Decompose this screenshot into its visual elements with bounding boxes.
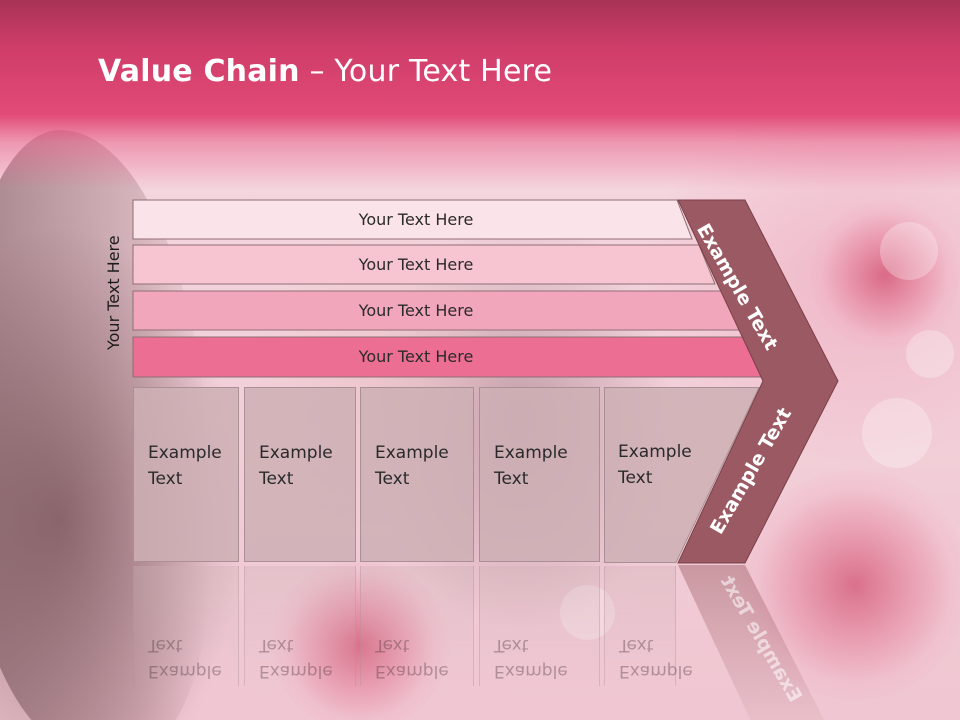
box-reflection-4-line1: Example (494, 661, 568, 681)
row-2[interactable]: Your Text Here (132, 244, 717, 285)
box-reflection-4-label: Example Text (494, 632, 568, 684)
box-reflection-2: Example Text (244, 566, 356, 686)
activity-box-1-line2: Text (148, 469, 183, 489)
activity-box-4-line1: Example (494, 443, 568, 463)
box-reflection-2-line1: Example (259, 661, 333, 681)
box-reflection-1-line1: Example (148, 661, 222, 681)
row-4[interactable]: Your Text Here (132, 336, 765, 378)
box-reflection-3: Example Text (360, 566, 474, 686)
row-2-label: Your Text Here (358, 255, 474, 274)
title-bold-part: Value Chain (98, 54, 300, 89)
background-bokeh-4 (560, 585, 615, 640)
box-reflection-2-line2: Text (259, 635, 294, 655)
row-2-shape (132, 244, 716, 285)
row-3[interactable]: Your Text Here (132, 290, 741, 331)
box-reflection-3-label: Example Text (375, 632, 449, 684)
box-reflection-3-line1: Example (375, 661, 449, 681)
activity-box-2-line2: Text (259, 469, 294, 489)
box-reflection-1: Example Text (133, 566, 239, 686)
row-1[interactable]: Your Text Here (132, 199, 693, 240)
box-reflection-5-line2: Text (619, 635, 654, 655)
header-band (0, 0, 960, 190)
chevron-reflection (678, 565, 825, 720)
activity-box-1-line1: Example (148, 443, 222, 463)
box-reflection-3-line2: Text (375, 635, 410, 655)
side-label[interactable]: Your Text Here (104, 235, 123, 350)
box-reflection-4: Example Text (479, 566, 600, 686)
activity-box-3-line1: Example (375, 443, 449, 463)
box-reflection-4-line2: Text (494, 635, 529, 655)
row-3-label: Your Text Here (358, 301, 474, 320)
activity-box-2-line1: Example (259, 443, 333, 463)
row-1-shape (132, 199, 693, 240)
activity-box-4-line2: Text (494, 469, 529, 489)
activity-box-5-line1: Example (618, 442, 692, 462)
background-orchid-1 (810, 200, 960, 350)
row-4-label: Your Text Here (358, 347, 474, 366)
title-rest-part: – Your Text Here (299, 54, 553, 89)
chevron-arrow[interactable] (676, 199, 846, 564)
background-bokeh-3 (906, 330, 954, 378)
box-reflection-1-line2: Text (148, 635, 183, 655)
background-bokeh-2 (862, 398, 932, 468)
row-1-label: Your Text Here (358, 210, 474, 229)
box-reflection-1-label: Example Text (148, 632, 222, 684)
background-orchid-3 (270, 560, 450, 720)
slide-title[interactable]: Value Chain – Your Text Here (98, 54, 552, 89)
background-bokeh-1 (880, 222, 938, 280)
box-reflection-2-label: Example Text (259, 632, 333, 684)
activity-box-3-line2: Text (375, 469, 410, 489)
activity-box-5-line2: Text (618, 468, 653, 488)
activity-box-5-shape (604, 387, 760, 563)
